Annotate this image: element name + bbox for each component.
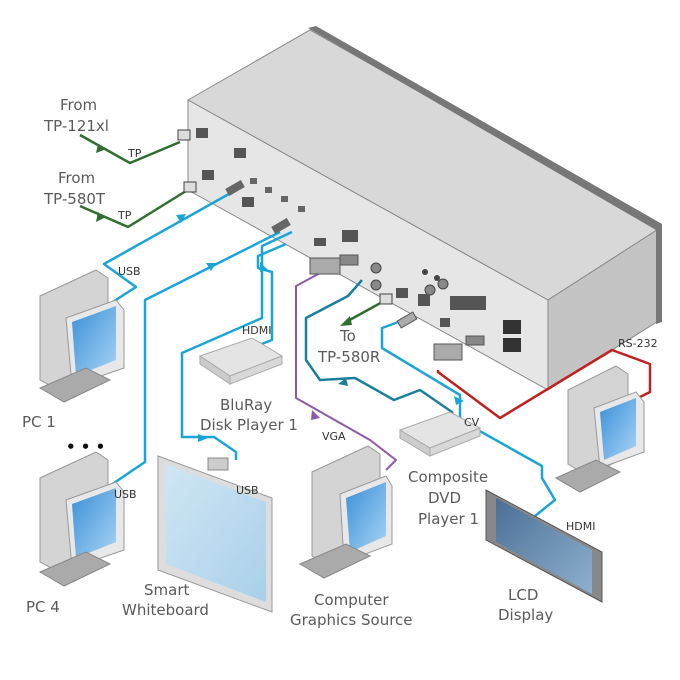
tp-cable-out: [345, 298, 387, 324]
pc1-computer: [38, 269, 125, 403]
cv-label: CV: [464, 416, 480, 429]
power-inlet: [503, 338, 521, 352]
arrow-icon: [311, 410, 320, 420]
from-tp580t-line2: TP-580T: [43, 190, 106, 208]
arrow-icon: [338, 378, 348, 386]
hdmi-port: [314, 238, 326, 246]
rj45-port: [242, 197, 254, 207]
arrow-icon: [198, 434, 208, 442]
graphics-source-label-line1: Computer: [314, 591, 389, 609]
usb-cable-pc1: [102, 188, 237, 307]
hdmi-plug: [271, 218, 291, 234]
hdmi-plug: [225, 180, 245, 196]
arrow-icon: [96, 144, 104, 153]
bluray-label-line1: BluRay: [220, 396, 272, 414]
smart-whiteboard: [157, 455, 273, 613]
rj45-port: [396, 288, 408, 298]
bnc-connector: [437, 278, 449, 290]
rj45-plug: [379, 293, 393, 305]
dvd-player: [398, 411, 482, 457]
lcd-label-line1: LCD: [508, 586, 538, 604]
audio-jack: [422, 269, 428, 275]
to-tp580r-line1: To: [339, 327, 356, 345]
bnc-connector: [424, 284, 436, 296]
rj45-plug: [177, 129, 191, 141]
from-tp121-line1: From: [60, 96, 97, 114]
rs232-cable: [436, 348, 652, 420]
hdmi-label-lcd: HDMI: [566, 520, 595, 533]
rj45-port: [196, 128, 208, 138]
connectors: [177, 129, 463, 361]
arrow-icon: [454, 396, 464, 405]
usb-label-pc4: USB: [114, 488, 137, 501]
tp-label-1: TP: [127, 147, 142, 160]
pc4-label: PC 4: [26, 598, 60, 616]
to-tp580r-line2: TP-580R: [317, 348, 380, 366]
rj45-port: [202, 170, 214, 180]
usb-label-pc1: USB: [118, 265, 141, 278]
cv-cable: [304, 279, 456, 421]
dvd-label-line2: DVD: [428, 489, 461, 507]
serial-plug: [433, 343, 463, 361]
rj45-port: [234, 148, 246, 158]
vga-plug: [309, 257, 341, 275]
arrow-icon: [206, 263, 216, 271]
switcher-unit: [186, 26, 662, 391]
lcd-display: [485, 489, 603, 603]
labels: From TP-121xl TP From TP-580T TP USB USB…: [22, 96, 658, 629]
arrow-icon: [340, 316, 352, 326]
lcd-label-line2: Display: [498, 606, 553, 624]
rs232-computer: [554, 365, 645, 493]
graphics-source-label-line2: Graphics Source: [290, 611, 413, 629]
pc4-computer: [38, 451, 125, 587]
usb-cable-whiteboard: [180, 230, 293, 460]
from-tp580t-line1: From: [58, 169, 95, 187]
terminal-block: [450, 296, 486, 310]
tp-cable-in-1: [79, 133, 181, 165]
tp-label-2: TP: [117, 209, 132, 222]
vga-label: VGA: [322, 430, 346, 443]
dvd-label-line3: Player 1: [418, 510, 479, 528]
bluray-label-line2: Disk Player 1: [200, 416, 298, 434]
bluray-player: [198, 337, 284, 385]
audio-jack: [434, 275, 440, 281]
rs232-label: RS-232: [618, 337, 658, 350]
arrow-icon: [96, 212, 104, 222]
arrow-icon: [260, 262, 268, 272]
tp-cable-in-2: [79, 189, 187, 229]
graphics-source-computer: [298, 445, 393, 579]
hdmi-port: [418, 294, 430, 306]
dvd-label-line1: Composite: [408, 468, 488, 486]
rj45-port: [440, 318, 450, 327]
usb-port: [298, 206, 305, 212]
whiteboard-label-line1: Smart: [144, 581, 189, 599]
power-switch: [503, 320, 521, 334]
serial-port: [465, 335, 485, 346]
terminal-block: [342, 230, 358, 242]
vga-port: [339, 254, 359, 266]
hdmi-label-bluray: HDMI: [242, 324, 271, 337]
usb-port: [265, 187, 272, 193]
usb-port: [250, 178, 257, 184]
bnc-connector: [370, 279, 382, 291]
pc1-label: PC 1: [22, 413, 56, 431]
bnc-connector: [370, 262, 382, 274]
hdmi-plug: [396, 311, 418, 329]
vga-cable: [295, 271, 397, 471]
usb-label-whiteboard: USB: [236, 484, 259, 497]
usb-port: [281, 196, 288, 202]
ellipsis-label: • • •: [66, 438, 105, 456]
arrow-icon: [176, 214, 186, 223]
rj45-plug: [183, 181, 197, 193]
whiteboard-label-line2: Whiteboard: [122, 601, 209, 619]
from-tp121-line2: TP-121xl: [43, 117, 109, 135]
